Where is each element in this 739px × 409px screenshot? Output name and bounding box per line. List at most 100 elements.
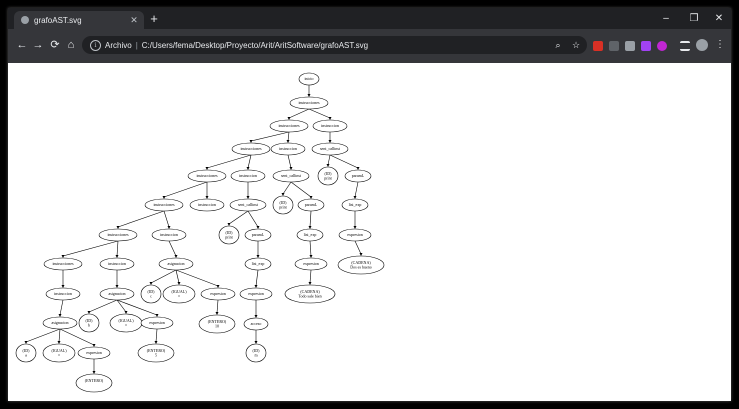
- graph-node: (IGUAL)=: [162, 284, 196, 304]
- node-ellipse: [140, 316, 174, 330]
- node-label: 5: [155, 352, 157, 357]
- node-ellipse: [294, 257, 328, 271]
- graph-edge: [250, 131, 290, 142]
- node-label: =: [58, 352, 61, 357]
- node-ellipse: [239, 287, 273, 301]
- node-ellipse: [289, 96, 329, 110]
- graph-edge: [327, 154, 331, 166]
- graph-node: paramL: [244, 228, 272, 242]
- graph-node: instruccion: [189, 198, 225, 212]
- node-ellipse: [151, 228, 187, 242]
- forward-button[interactable]: →: [32, 39, 44, 51]
- node-ellipse: [140, 284, 162, 304]
- star-icon[interactable]: ☆: [571, 39, 581, 50]
- maximize-button[interactable]: ❐: [689, 13, 699, 24]
- node-label: (ID): [86, 318, 94, 323]
- graph-node: expresion: [200, 287, 236, 301]
- graph-edge: [354, 181, 359, 198]
- node-ellipse: [218, 225, 240, 245]
- extension-cube-icon[interactable]: [625, 41, 635, 51]
- node-label: (CADENA): [351, 260, 371, 265]
- graph-node: instrucciones: [98, 228, 138, 242]
- edge-arrowhead: [281, 193, 285, 196]
- node-ellipse: [162, 284, 196, 304]
- extension-circle-icon[interactable]: [657, 41, 667, 51]
- graph-edge: [175, 269, 180, 284]
- graph-edge: [282, 181, 292, 195]
- graph-node: sent_callinst: [311, 142, 349, 156]
- edge-arrowhead: [254, 341, 258, 344]
- node-label: (ENTERO): [208, 319, 227, 324]
- edge-arrowhead: [356, 167, 360, 170]
- tab-grafoast[interactable]: grafoAST.svg ✕: [14, 11, 144, 29]
- new-tab-button[interactable]: +: [150, 11, 158, 26]
- url-text[interactable]: C:/Users/fema/Desktop/Proyecto/Arit/Arit…: [141, 40, 369, 50]
- node-ellipse: [312, 119, 348, 133]
- node-label: Dos es bueno: [350, 264, 372, 269]
- reload-button[interactable]: ⟳: [50, 39, 60, 51]
- graph-node: (CADENA)Todo sale bien: [284, 284, 336, 304]
- tab-close-icon[interactable]: ✕: [130, 14, 138, 25]
- tab-strip: grafoAST.svg ✕ + – ❐ ✕: [8, 8, 731, 29]
- graph-edge: [25, 328, 61, 343]
- edge-arrowhead: [61, 285, 65, 288]
- graph-edge: [255, 269, 259, 287]
- node-label: instruccion: [239, 173, 257, 178]
- node-ellipse: [144, 198, 184, 212]
- graph-edge: [117, 210, 165, 228]
- node-ellipse: [231, 142, 271, 156]
- extension-pdf-icon[interactable]: [609, 41, 619, 51]
- edge-layer: [24, 85, 363, 374]
- node-label: inicio: [304, 76, 313, 81]
- extension-red-icon[interactable]: [593, 41, 603, 51]
- edge-arrowhead: [216, 285, 220, 288]
- node-label: instrucciones: [240, 146, 262, 151]
- edge-arrowhead: [174, 255, 178, 258]
- graph-node: asignacion: [42, 316, 78, 330]
- graph-edge: [216, 299, 219, 314]
- edge-arrowhead: [115, 285, 119, 288]
- graph-edge: [88, 299, 118, 313]
- address-bar[interactable]: i Archivo | C:/Users/fema/Desktop/Proyec…: [82, 36, 587, 54]
- node-label: paramL: [252, 232, 265, 237]
- edge-arrowhead: [328, 140, 332, 143]
- node-label: instrucciones: [278, 123, 300, 128]
- node-ellipse: [42, 316, 78, 330]
- edge-arrowhead: [124, 311, 128, 314]
- node-label: m: [254, 352, 258, 357]
- node-ellipse: [297, 198, 325, 212]
- node-label: print: [225, 234, 233, 239]
- edge-arrowhead: [353, 196, 357, 199]
- node-label: expresion: [210, 291, 226, 296]
- home-button[interactable]: ⌂: [67, 39, 75, 51]
- reading-list-icon[interactable]: [680, 41, 690, 51]
- edge-arrowhead: [249, 140, 253, 143]
- graph-edge: [116, 299, 158, 316]
- node-label: c: [150, 293, 152, 298]
- node-label: 10: [215, 323, 219, 328]
- graph-node: instruccion: [230, 169, 266, 183]
- graph-node: instruccion: [270, 142, 306, 156]
- extension-purple-icon[interactable]: [641, 41, 651, 51]
- avatar[interactable]: [696, 39, 708, 51]
- edge-arrowhead: [215, 312, 219, 315]
- back-button[interactable]: ←: [16, 39, 28, 51]
- graph-node: instrucciones: [231, 142, 271, 156]
- menu-icon[interactable]: ⋮: [715, 39, 725, 50]
- node-label: (ID): [253, 348, 261, 353]
- info-icon[interactable]: i: [90, 39, 101, 51]
- edge-arrowhead: [309, 255, 313, 258]
- edge-arrowhead: [149, 282, 153, 285]
- edge-arrowhead: [167, 226, 171, 229]
- close-window-button[interactable]: ✕: [714, 13, 724, 24]
- node-label: list_exp: [349, 202, 362, 207]
- graph-node: expresion: [239, 287, 273, 301]
- node-ellipse: [317, 166, 339, 186]
- edge-arrowhead: [162, 196, 166, 199]
- node-ellipse: [338, 228, 372, 242]
- node-ellipse: [243, 317, 269, 331]
- minimize-button[interactable]: –: [663, 13, 669, 24]
- graph-node: instrucciones: [289, 96, 329, 110]
- edge-arrowhead: [116, 226, 120, 229]
- zoom-icon[interactable]: ⌕: [555, 39, 561, 50]
